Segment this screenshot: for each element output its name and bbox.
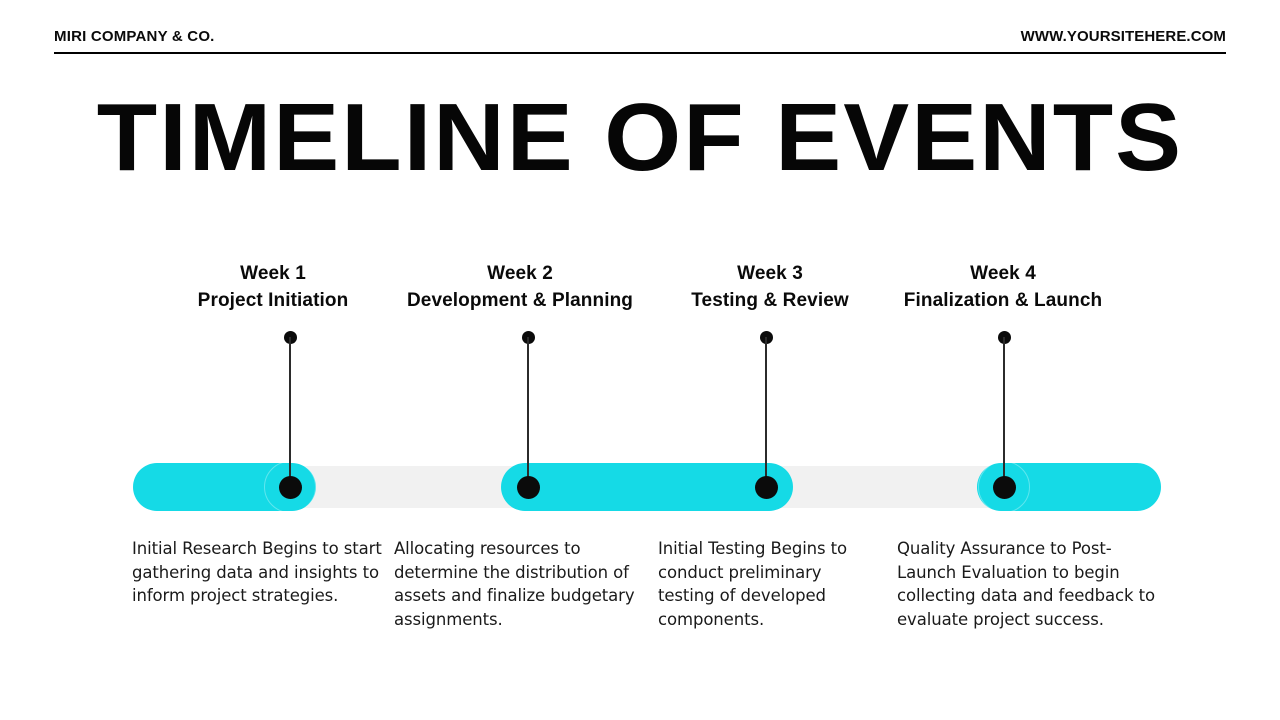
timeline-segment-2: [501, 463, 793, 511]
milestone-label-3: Week 3 Testing & Review: [650, 260, 890, 314]
milestone-label-4: Week 4 Finalization & Launch: [883, 260, 1123, 314]
milestone-week-2: Week 2: [487, 263, 553, 284]
slide-header: MIRI COMPANY & CO. WWW.YOURSITEHERE.COM: [54, 28, 1226, 54]
milestone-connector-2: [527, 337, 529, 487]
milestone-connector-4: [1003, 337, 1005, 487]
milestone-connector-3: [765, 337, 767, 487]
company-name: MIRI COMPANY & CO.: [54, 28, 215, 45]
milestone-week-4: Week 4: [970, 263, 1036, 284]
milestone-node-1[interactable]: [279, 476, 302, 499]
milestone-phase-2: Development & Planning: [406, 290, 633, 311]
milestone-node-4[interactable]: [993, 476, 1016, 499]
milestone-connector-1: [289, 337, 291, 487]
milestone-phase-3: Testing & Review: [691, 290, 849, 311]
milestone-node-2[interactable]: [517, 476, 540, 499]
milestone-phase-1: Project Initiation: [197, 290, 349, 311]
milestone-description-1: Initial Research Begins to start gatheri…: [132, 539, 382, 605]
milestone-description-4: Quality Assurance to Post-Launch Evaluat…: [897, 539, 1155, 629]
milestone-description-2: Allocating resources to determine the di…: [394, 539, 635, 629]
milestone-node-3[interactable]: [755, 476, 778, 499]
milestone-week-3: Week 3: [737, 263, 803, 284]
milestone-label-2: Week 2 Development & Planning: [400, 260, 640, 314]
milestone-description-3: Initial Testing Begins to conduct prelim…: [658, 539, 848, 629]
page-title: TIMELINE OF EVENTS: [96, 84, 1184, 191]
milestone-label-1: Week 1 Project Initiation: [153, 260, 393, 314]
website-url: WWW.YOURSITEHERE.COM: [1020, 28, 1226, 45]
milestone-phase-4: Finalization & Launch: [903, 290, 1103, 311]
milestone-week-1: Week 1: [240, 263, 306, 284]
